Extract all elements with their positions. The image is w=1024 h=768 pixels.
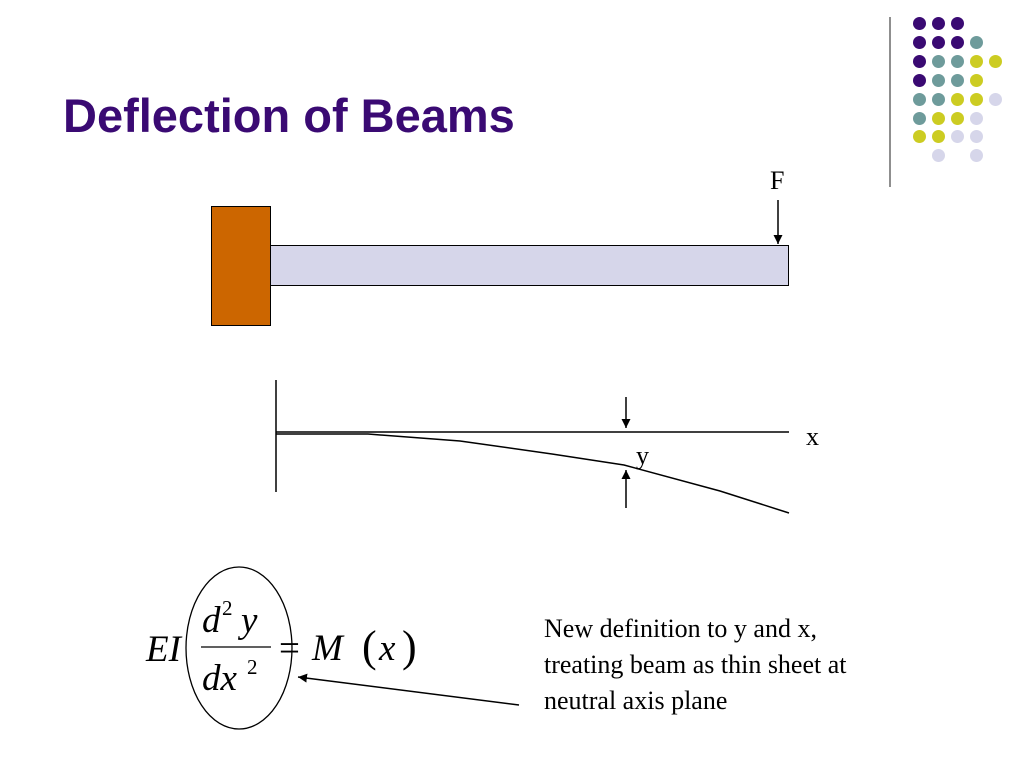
equation-equals: =	[279, 628, 300, 669]
equation-numerator-d: d	[202, 600, 221, 641]
decorative-dot	[913, 112, 926, 125]
pointer-arrow	[297, 673, 520, 706]
decorative-dot	[913, 36, 926, 49]
equation-denominator-power: 2	[247, 655, 258, 679]
decorative-divider-line	[889, 17, 891, 187]
equation-numerator-power: 2	[222, 596, 233, 620]
decorative-dot	[970, 112, 983, 125]
note-line: neutral axis plane	[544, 686, 728, 715]
decorative-dot	[913, 17, 926, 30]
decorative-dot	[932, 55, 945, 68]
cantilever-beam	[270, 245, 789, 286]
decorative-dot	[932, 130, 945, 143]
note-line: New definition to y and x,	[544, 614, 817, 643]
decorative-dot	[970, 149, 983, 162]
decorative-dot	[951, 74, 964, 87]
equation-x: x	[379, 628, 396, 669]
decorative-dot	[951, 130, 964, 143]
decorative-dot	[913, 74, 926, 87]
note-line: treating beam as thin sheet at	[544, 650, 847, 679]
equation-denominator: dx	[202, 658, 237, 699]
decorative-dot	[932, 149, 945, 162]
decorative-dot	[932, 74, 945, 87]
y-deflection-label: y	[636, 441, 649, 470]
decorative-dot	[913, 130, 926, 143]
equation-open-paren: (	[362, 622, 377, 671]
equation-m: M	[312, 628, 343, 669]
decorative-dot	[932, 36, 945, 49]
decorative-dot	[951, 55, 964, 68]
slide-title: Deflection of Beams	[63, 89, 515, 142]
definition-note: New definition to y and x, treating beam…	[544, 611, 964, 719]
decorative-dot	[970, 130, 983, 143]
decorative-dot	[989, 93, 1002, 106]
equation-ei: EI	[146, 629, 181, 670]
decorative-dot	[951, 17, 964, 30]
x-axis-label: x	[806, 422, 819, 451]
decorative-dot	[913, 93, 926, 106]
equation-numerator-y: y	[241, 600, 258, 641]
decorative-dot	[932, 93, 945, 106]
highlight-ellipse	[185, 566, 293, 730]
decorative-dot	[951, 112, 964, 125]
deflection-curve	[276, 433, 790, 514]
decorative-dot	[970, 55, 983, 68]
decorative-dot	[970, 93, 983, 106]
decorative-dot	[913, 55, 926, 68]
equation-close-paren: )	[402, 622, 417, 671]
decorative-dot	[932, 17, 945, 30]
fixed-support-wall	[211, 206, 271, 326]
decorative-dot	[970, 36, 983, 49]
decorative-dot	[951, 36, 964, 49]
decorative-dot	[970, 74, 983, 87]
decorative-dot	[951, 93, 964, 106]
decorative-dot	[989, 55, 1002, 68]
force-label: F	[770, 166, 785, 195]
decorative-dot	[932, 112, 945, 125]
